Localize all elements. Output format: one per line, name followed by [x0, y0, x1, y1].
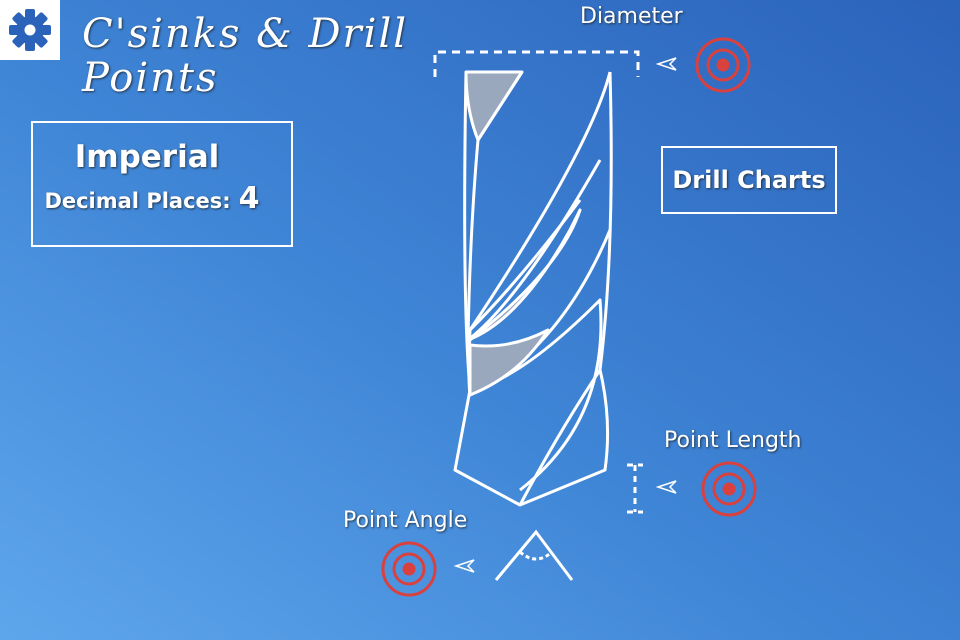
drill-charts-button[interactable]: Drill Charts [661, 146, 837, 214]
gear-icon [9, 9, 51, 51]
diameter-label: Diameter [580, 4, 683, 29]
point-length-target-button[interactable] [701, 461, 757, 517]
point-angle-icon [494, 529, 574, 581]
unit-system: Imperial [74, 139, 220, 175]
decimal-places-label: Decimal Places: [44, 189, 231, 213]
diameter-bracket-icon [433, 50, 640, 77]
point-length-label: Point Length [664, 428, 802, 453]
settings-button[interactable] [0, 0, 60, 60]
arrow-icons [453, 57, 677, 573]
point-length-bracket-icon [627, 463, 643, 514]
units-settings-button[interactable]: Imperial Decimal Places: 4 [31, 121, 293, 247]
point-angle-label: Point Angle [343, 508, 468, 533]
diameter-target-button[interactable] [695, 37, 751, 93]
drill-bit-icon [453, 70, 613, 507]
decimal-places-value: 4 [238, 181, 260, 216]
app-title: C'sinks & Drill Points [82, 11, 409, 101]
point-angle-target-button[interactable] [381, 541, 437, 597]
